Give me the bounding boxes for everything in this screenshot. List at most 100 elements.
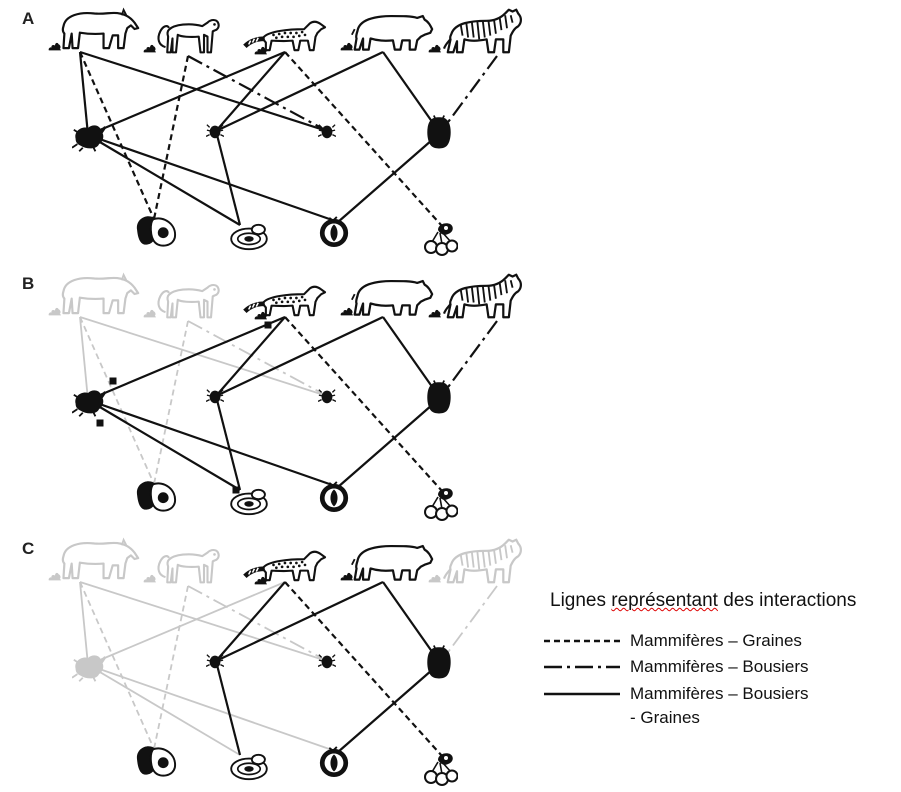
link-end-marker bbox=[264, 321, 272, 329]
dung-icon bbox=[48, 42, 61, 51]
link-monkey-seed-avocado-dashed bbox=[153, 585, 189, 750]
dung-icon bbox=[428, 309, 441, 318]
link-civet-beetle-1-solid bbox=[87, 315, 286, 402]
link-boar-beetle-4-solid bbox=[382, 316, 441, 399]
link-tapir-seed-avocado-dashed bbox=[79, 581, 155, 750]
link-monkey-seed-avocado-dashed bbox=[152, 55, 190, 220]
link-beetle-1-seed-sliced-solid bbox=[87, 664, 241, 756]
link-tapir-beetle-1-solid bbox=[78, 51, 90, 136]
link-boar-beetle-2-solid bbox=[215, 581, 384, 662]
beetle-4-icon bbox=[426, 114, 452, 150]
seed-avocado-icon bbox=[135, 480, 177, 512]
link-beetle-1-seed-round-solid bbox=[87, 133, 339, 224]
legend-label-mammals-beetles-seeds-2: - Graines bbox=[630, 708, 700, 727]
boar-icon bbox=[350, 279, 434, 316]
seed-round-icon bbox=[318, 480, 350, 514]
panel-a: A bbox=[22, 8, 523, 256]
link-tapir-beetle-3-solid bbox=[79, 581, 328, 662]
dung-icon bbox=[428, 574, 441, 583]
link-tiger-beetle-4-dashdot bbox=[439, 585, 498, 664]
link-monkey-seed-avocado-dashed bbox=[153, 320, 189, 485]
civet-icon bbox=[245, 22, 325, 50]
dung-icon bbox=[143, 574, 156, 583]
dung-icon bbox=[143, 309, 156, 318]
link-civet-seed-cherries-dashed bbox=[284, 51, 443, 227]
interaction-lines bbox=[79, 581, 498, 757]
beetle-4-icon bbox=[426, 379, 452, 415]
link-boar-beetle-4-solid bbox=[382, 581, 441, 664]
monkey-icon bbox=[157, 548, 220, 584]
tapir-icon bbox=[61, 538, 140, 580]
civet-icon bbox=[245, 287, 325, 315]
beetle-2-icon bbox=[206, 124, 224, 139]
link-tapir-beetle-3-solid bbox=[79, 316, 328, 397]
beetle-3-icon bbox=[318, 654, 336, 669]
link-civet-beetle-1-solid bbox=[87, 50, 286, 137]
beetle-2-icon bbox=[206, 654, 224, 669]
beetle-2-icon bbox=[206, 389, 224, 404]
seed-cherries-icon bbox=[424, 752, 458, 786]
monkey-icon bbox=[157, 18, 220, 54]
link-boar-beetle-2-solid bbox=[215, 316, 384, 397]
link-beetle-4-seed-round-solid bbox=[337, 397, 441, 488]
dashed-line-swatch bbox=[544, 639, 620, 643]
seed-sliced-icon bbox=[230, 753, 268, 781]
link-tapir-beetle-1-solid bbox=[79, 316, 89, 401]
link-tiger-beetle-4-dashdot bbox=[439, 320, 498, 399]
link-end-marker bbox=[96, 419, 104, 427]
seed-cherries-icon bbox=[424, 487, 458, 521]
legend-label-mammals-seeds: Mammifères – Graines bbox=[630, 631, 802, 650]
legend-item-mammals-seeds: Mammifères – Graines bbox=[542, 630, 892, 654]
tapir-icon bbox=[61, 273, 140, 315]
seed-sliced-icon bbox=[230, 223, 268, 251]
link-monkey-beetle-3-dashdot bbox=[187, 585, 328, 662]
link-civet-beetle-2-solid bbox=[215, 51, 286, 132]
legend-title-prefix: Lignes bbox=[550, 590, 612, 611]
seed-round-icon bbox=[318, 745, 350, 779]
link-boar-beetle-4-solid bbox=[382, 51, 441, 134]
panel-letter: B bbox=[22, 274, 34, 293]
beetle-3-icon bbox=[318, 124, 336, 139]
tapir-icon bbox=[61, 8, 140, 50]
civet-icon bbox=[245, 552, 325, 580]
interaction-lines bbox=[79, 315, 498, 492]
seed-round-icon bbox=[318, 215, 350, 249]
dung-icon bbox=[48, 572, 61, 581]
panel-b: B bbox=[22, 273, 523, 521]
solid-line-swatch bbox=[544, 692, 620, 696]
dung-icon bbox=[340, 42, 353, 51]
link-beetle-2-seed-sliced-solid bbox=[214, 660, 242, 756]
legend-item-mammals-beetles-seeds: Mammifères – Bousiers - Graines bbox=[542, 683, 892, 731]
link-beetle-1-seed-round-solid bbox=[87, 398, 339, 489]
link-beetle-2-seed-sliced-solid bbox=[214, 130, 242, 226]
seed-avocado-icon bbox=[135, 745, 177, 777]
panel-letter: A bbox=[22, 9, 34, 28]
boar-icon bbox=[350, 14, 434, 51]
link-civet-seed-cherries-dashed bbox=[284, 581, 443, 757]
link-tiger-beetle-4-dashdot bbox=[439, 55, 498, 134]
link-civet-beetle-2-solid bbox=[215, 316, 286, 397]
link-monkey-beetle-3-dashdot bbox=[187, 55, 328, 132]
tiger-icon bbox=[442, 273, 523, 319]
beetle-4-icon bbox=[426, 644, 452, 680]
panel-letter: C bbox=[22, 539, 34, 558]
link-beetle-4-seed-round-solid bbox=[337, 132, 441, 223]
legend-label-mammals-beetles-seeds-1: Mammifères – Bousiers bbox=[630, 684, 809, 703]
legend-item-mammals-beetles: Mammifères – Bousiers bbox=[542, 656, 892, 680]
link-beetle-1-seed-sliced-solid bbox=[87, 134, 241, 226]
seed-avocado-icon bbox=[135, 215, 177, 247]
link-civet-beetle-1-solid bbox=[87, 581, 286, 666]
tiger-icon bbox=[442, 8, 523, 54]
link-monkey-beetle-3-dashdot bbox=[187, 320, 328, 397]
link-beetle-4-seed-round-solid bbox=[337, 662, 441, 753]
link-boar-beetle-2-solid bbox=[215, 51, 384, 132]
dashdot-line-swatch bbox=[544, 665, 620, 669]
legend-title: Lignes représentant des interactions bbox=[550, 590, 856, 612]
dung-icon bbox=[48, 307, 61, 316]
link-end-marker bbox=[109, 377, 117, 385]
link-beetle-1-seed-sliced-solid bbox=[87, 399, 241, 491]
dung-icon bbox=[143, 44, 156, 53]
legend-label-mammals-beetles: Mammifères – Bousiers bbox=[630, 657, 809, 676]
legend-title-suffix: des interactions bbox=[717, 590, 857, 611]
